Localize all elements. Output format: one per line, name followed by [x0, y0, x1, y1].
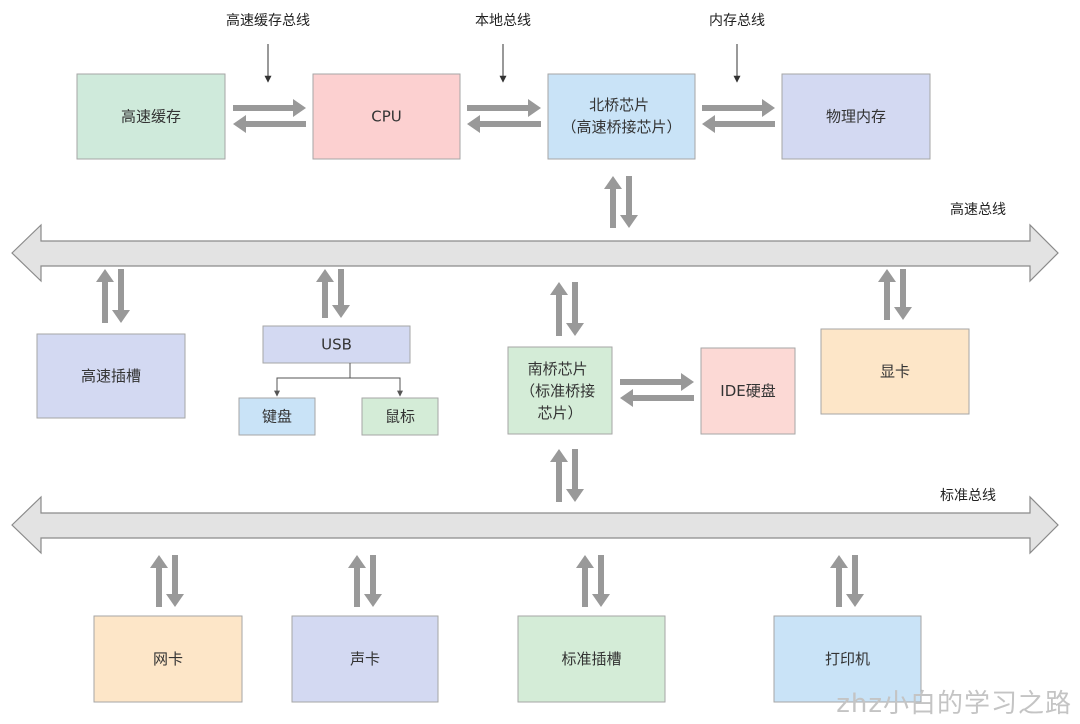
high-speed-bus-label: 高速总线 [950, 201, 1006, 218]
printer-bus-up-arrow [830, 555, 848, 607]
network-card-box-shape [93, 615, 243, 703]
south-bridge-box-shape [507, 346, 613, 435]
sound-card-bus-down-arrow [364, 555, 382, 607]
south-bridge-ide-left-arrow [620, 389, 694, 407]
sound-card-box-label: 声卡 [350, 650, 380, 668]
cpu-box: CPU [312, 73, 461, 160]
physical-memory-box-label: 物理内存 [826, 107, 886, 125]
local-bus-label: 本地总线 [475, 13, 531, 29]
standard-bus-label: 标准总线 [940, 488, 996, 504]
keyboard-box: 键盘 [238, 397, 316, 436]
memory-bus-label: 内存总线 [709, 13, 765, 29]
high-speed-slot-box: 高速插槽 [36, 333, 186, 419]
usb-box: USB [262, 325, 411, 364]
north-bridge-bus-up-arrow [604, 176, 622, 228]
north-bridge-box-shape [547, 73, 696, 160]
cpu-north-bridge-right-arrow [467, 99, 541, 117]
usb-box-label: USB [321, 335, 352, 353]
graphics-card-bus-down-arrow [894, 269, 912, 320]
standard-slot-box: 标准插槽 [517, 615, 666, 703]
printer-box: 打印机 [773, 615, 922, 703]
network-card-bus-down-arrow [166, 555, 184, 607]
standard-slot-box-shape [517, 615, 666, 703]
cpu-north-bridge-left-arrow [467, 115, 541, 133]
network-card-box-label: 网卡 [153, 650, 183, 668]
connection-arrows [96, 99, 912, 607]
printer-box-label: 打印机 [825, 650, 870, 668]
usb-bus-up-arrow [316, 269, 334, 318]
usb-bus-down-arrow [332, 269, 350, 318]
south-bridge-high-bus-down-arrow [566, 282, 584, 336]
south-bridge-standard-bus-down-arrow [566, 449, 584, 502]
cache-cpu-right-arrow [233, 99, 306, 117]
south-bridge-ide-right-arrow [620, 373, 694, 391]
north-bridge-box-label: 北桥芯片 （高速桥接芯片） [561, 96, 681, 136]
high-speed-slot-bus-up-arrow [96, 269, 114, 323]
mouse-box: 鼠标 [361, 397, 439, 436]
high-speed-slot-box-label: 高速插槽 [81, 367, 141, 385]
high-speed-bus [11, 223, 1059, 283]
cpu-box-shape [312, 73, 461, 160]
high-speed-slot-bus-down-arrow [112, 269, 130, 323]
high-speed-slot-box-shape [36, 333, 186, 419]
mouse-box-label: 鼠标 [385, 407, 415, 425]
standard-slot-bus-down-arrow [592, 555, 610, 607]
mouse-box-shape [361, 397, 439, 436]
standard-slot-bus-up-arrow [576, 555, 594, 607]
ide-disk-box-shape [700, 347, 796, 435]
graphics-card-box-label: 显卡 [880, 362, 910, 380]
cpu-box-label: CPU [371, 107, 402, 125]
north-bridge-memory-left-arrow [702, 115, 775, 133]
network-card-box: 网卡 [93, 615, 243, 703]
ide-disk-box-label: IDE硬盘 [720, 382, 775, 400]
cache-box-label: 高速缓存 [121, 107, 181, 125]
cache-bus-label: 高速缓存总线 [226, 12, 310, 29]
ide-disk-box: IDE硬盘 [700, 347, 796, 435]
usb-to-keyboard-connector [274, 363, 351, 397]
south-bridge-standard-bus-up-arrow [550, 449, 568, 502]
usb-to-mouse-connector [349, 363, 403, 397]
watermark: zhz小白的学习之路 [836, 689, 1072, 719]
physical-memory-box: 物理内存 [781, 73, 931, 160]
sound-card-box: 声卡 [291, 615, 439, 703]
keyboard-box-label: 键盘 [262, 407, 292, 425]
usb-connectors [274, 363, 403, 397]
network-card-bus-up-arrow [150, 555, 168, 607]
standard-bus [11, 495, 1059, 555]
sound-card-box-shape [291, 615, 439, 703]
north-bridge-box: 北桥芯片 （高速桥接芯片） [547, 73, 696, 160]
usb-box-shape [262, 325, 411, 364]
keyboard-box-shape [238, 397, 316, 436]
north-bridge-memory-right-arrow [702, 99, 775, 117]
cache-box: 高速缓存 [76, 73, 226, 160]
cache-cpu-left-arrow [233, 115, 306, 133]
printer-bus-down-arrow [846, 555, 864, 607]
south-bridge-box: 南桥芯片 （标准桥接 芯片） [507, 346, 613, 435]
north-bridge-bus-down-arrow [620, 176, 638, 228]
graphics-card-bus-up-arrow [878, 269, 896, 320]
graphics-card-box-shape [820, 328, 970, 415]
graphics-card-box: 显卡 [820, 328, 970, 415]
south-bridge-box-label: 南桥芯片 （标准桥接 芯片） [520, 360, 600, 422]
sound-card-bus-up-arrow [348, 555, 366, 607]
south-bridge-high-bus-up-arrow [550, 282, 568, 336]
physical-memory-box-shape [781, 73, 931, 160]
standard-slot-box-label: 标准插槽 [561, 650, 621, 668]
printer-box-shape [773, 615, 922, 703]
cache-box-shape [76, 73, 226, 160]
